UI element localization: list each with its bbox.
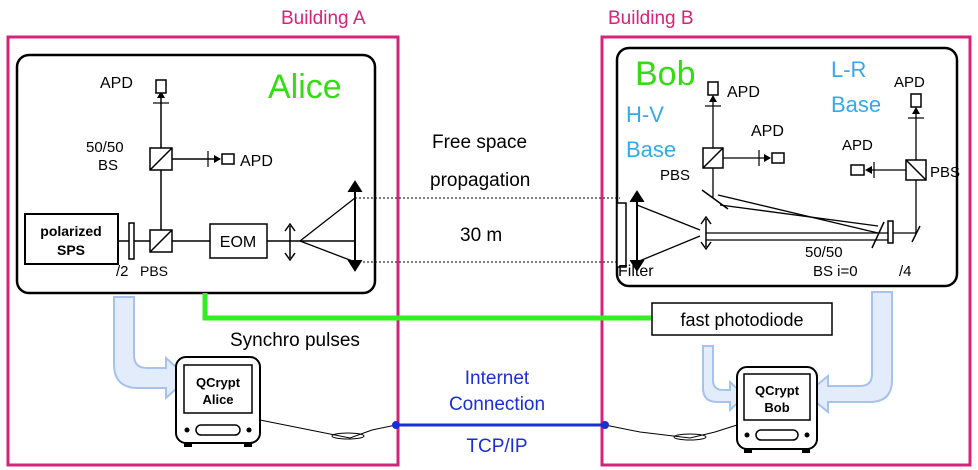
source-label-1: polarized bbox=[40, 223, 101, 239]
bob-big-lens-tip-top bbox=[629, 190, 645, 203]
internet-label-2: Connection bbox=[449, 394, 545, 415]
bob-name: Bob bbox=[635, 55, 696, 93]
eom-label: EOM bbox=[220, 234, 256, 251]
alice-cone-top bbox=[299, 197, 356, 242]
alice-pbs-label: PBS bbox=[140, 263, 168, 279]
alice-computer[interactable] bbox=[175, 356, 261, 447]
bob-enclosure bbox=[615, 46, 959, 288]
bob-lr-apd-left-box bbox=[850, 164, 865, 176]
sync-line bbox=[202, 293, 652, 321]
alice-bs-label-2: BS bbox=[98, 157, 118, 174]
alice-cable-connector bbox=[331, 432, 365, 440]
bob-lr-apd-top-label: APD bbox=[894, 74, 925, 91]
alice-computer-label-1: QCrypt bbox=[196, 375, 241, 390]
distance-label: 30 m bbox=[460, 225, 502, 246]
alice-apd-top-label: APD bbox=[100, 75, 133, 92]
bob-small-lens-tip-bottom bbox=[700, 241, 712, 251]
bob-big-lens-tip-bottom bbox=[629, 259, 645, 272]
building-a-frame bbox=[6, 35, 400, 467]
sync-label: Synchro pulses bbox=[230, 330, 360, 351]
bob-mirror-right bbox=[911, 225, 921, 243]
internet-node-a bbox=[392, 421, 400, 429]
alice-big-lens-tip-top bbox=[347, 180, 363, 193]
alice-name: Alice bbox=[268, 68, 342, 106]
alice-enclosure bbox=[15, 53, 377, 295]
source-label-2: SPS bbox=[57, 242, 85, 258]
bob-computer-label-1: QCrypt bbox=[755, 383, 800, 398]
bob-computer-cable bbox=[604, 424, 738, 439]
bob-hv-beam-1 bbox=[717, 194, 879, 234]
building-b-frame bbox=[600, 35, 972, 467]
bob-cable-connector bbox=[673, 433, 707, 441]
alice-big-lens-tip-bottom bbox=[347, 259, 363, 272]
bob-filter-label: Filter bbox=[618, 263, 654, 280]
bob-lr-pbs-label: PBS bbox=[930, 164, 960, 181]
alice-computer-label-2: Alice bbox=[202, 392, 233, 407]
alice-bs-label-1: 50/50 bbox=[86, 139, 124, 156]
protocol-label: TCP/IP bbox=[466, 436, 527, 457]
bob-hv-pbs-diagonal bbox=[702, 147, 724, 169]
bob-small-lens-tip-top bbox=[700, 215, 712, 225]
bob-quarterwave-label: /4 bbox=[899, 263, 912, 280]
building-b-label: Building B bbox=[608, 8, 694, 29]
bob-hv-apd-top-box bbox=[707, 81, 719, 96]
halfwave-label: /2 bbox=[116, 263, 129, 280]
alice-small-lens-tip-bottom bbox=[284, 252, 296, 262]
alice-bs-diagonal bbox=[149, 147, 173, 171]
bob-filter bbox=[616, 202, 627, 268]
bob-hv-apd-right-box bbox=[771, 152, 785, 164]
internet-label-1: Internet bbox=[465, 368, 530, 389]
eom-box bbox=[209, 223, 268, 259]
hv-base-label-2: Base bbox=[626, 137, 676, 162]
bob-quarterwave bbox=[887, 220, 894, 244]
alice-apd-right-box bbox=[221, 153, 235, 165]
bob-hv-beam-2 bbox=[719, 204, 879, 227]
free-space-label-1: Free space bbox=[432, 132, 527, 153]
bob-hv-pbs-label: PBS bbox=[660, 167, 690, 184]
bob-cone-bottom bbox=[636, 235, 701, 263]
lr-base-label-1: L-R bbox=[831, 57, 866, 82]
internet-node-b bbox=[601, 421, 609, 429]
bob-bs bbox=[871, 221, 885, 249]
bob-computer-label-2: Bob bbox=[764, 400, 789, 415]
bob-hv-apd-top-label: APD bbox=[727, 84, 760, 101]
alice-pbs-diagonal bbox=[149, 229, 173, 253]
bob-lr-apd-left-label: APD bbox=[842, 137, 873, 154]
photodiode-box bbox=[651, 302, 833, 336]
alice-small-lens-tip-top bbox=[284, 222, 296, 232]
alice-apd-top-box bbox=[155, 79, 167, 94]
photodiode-label: fast photodiode bbox=[680, 310, 803, 330]
bob-computer[interactable] bbox=[736, 366, 818, 453]
alice-computer-cable bbox=[259, 419, 397, 439]
alice-apd-right-label: APD bbox=[240, 153, 273, 170]
bob-lr-apd-top-box bbox=[910, 93, 922, 108]
bob-cone-top bbox=[636, 204, 701, 231]
bob-hv-apd-right-label: APD bbox=[751, 123, 784, 140]
source-box bbox=[24, 213, 119, 265]
halfwave-plate bbox=[128, 222, 135, 260]
bob-bs-label-1: 50/50 bbox=[805, 244, 843, 261]
hv-base-label-1: H-V bbox=[626, 102, 664, 127]
building-a-label: Building A bbox=[281, 8, 366, 29]
lr-base-label-2: Base bbox=[831, 92, 881, 117]
free-space-label-2: propagation bbox=[430, 170, 530, 191]
bob-bs-label-2: BS i=0 bbox=[813, 263, 858, 280]
bob-lr-pbs-diagonal bbox=[905, 159, 927, 181]
bob-hv-mirror bbox=[701, 189, 729, 210]
alice-cone-bottom bbox=[299, 240, 356, 263]
